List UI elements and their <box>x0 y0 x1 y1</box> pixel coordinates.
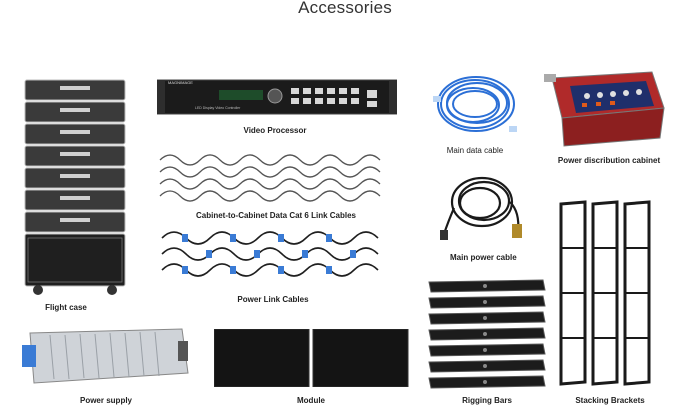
power-link-cables-image <box>158 226 388 284</box>
video-processor-image <box>157 74 397 120</box>
power-link-cables-caption: Power Link Cables <box>237 295 309 304</box>
stacking-brackets-caption: Stacking Brackets <box>575 396 645 405</box>
rigging-bars-caption: Rigging Bars <box>462 396 512 405</box>
page-title: Accessories <box>298 0 392 17</box>
rigging-bars-image <box>425 278 550 390</box>
main-power-cable-image <box>440 168 530 242</box>
main-data-cable-image <box>425 70 525 142</box>
power-distribution-cabinet-image <box>542 68 667 148</box>
cat6-link-cables-caption: Cabinet-to-Cabinet Data Cat 6 Link Cable… <box>195 211 357 220</box>
video-processor-screen-text: LED Display Video Controller <box>195 106 241 110</box>
module-image <box>214 329 410 387</box>
main-power-cable-caption: Main power cable <box>450 253 517 262</box>
cat6-link-cables-image <box>158 150 388 204</box>
video-processor-caption: Video Processor <box>243 126 307 135</box>
video-processor-brand: MAGNIMAGE <box>168 80 193 85</box>
stacking-brackets-image <box>555 198 655 388</box>
main-data-cable-caption: Main data cable <box>446 146 504 155</box>
flight-case-image <box>20 78 130 298</box>
flight-case-caption: Flight case <box>45 303 87 312</box>
power-supply-caption: Power supply <box>79 396 132 405</box>
power-distribution-cabinet-caption: Power discribution cabinet <box>557 156 661 165</box>
power-supply-image <box>20 327 190 387</box>
module-caption: Module <box>297 396 325 405</box>
